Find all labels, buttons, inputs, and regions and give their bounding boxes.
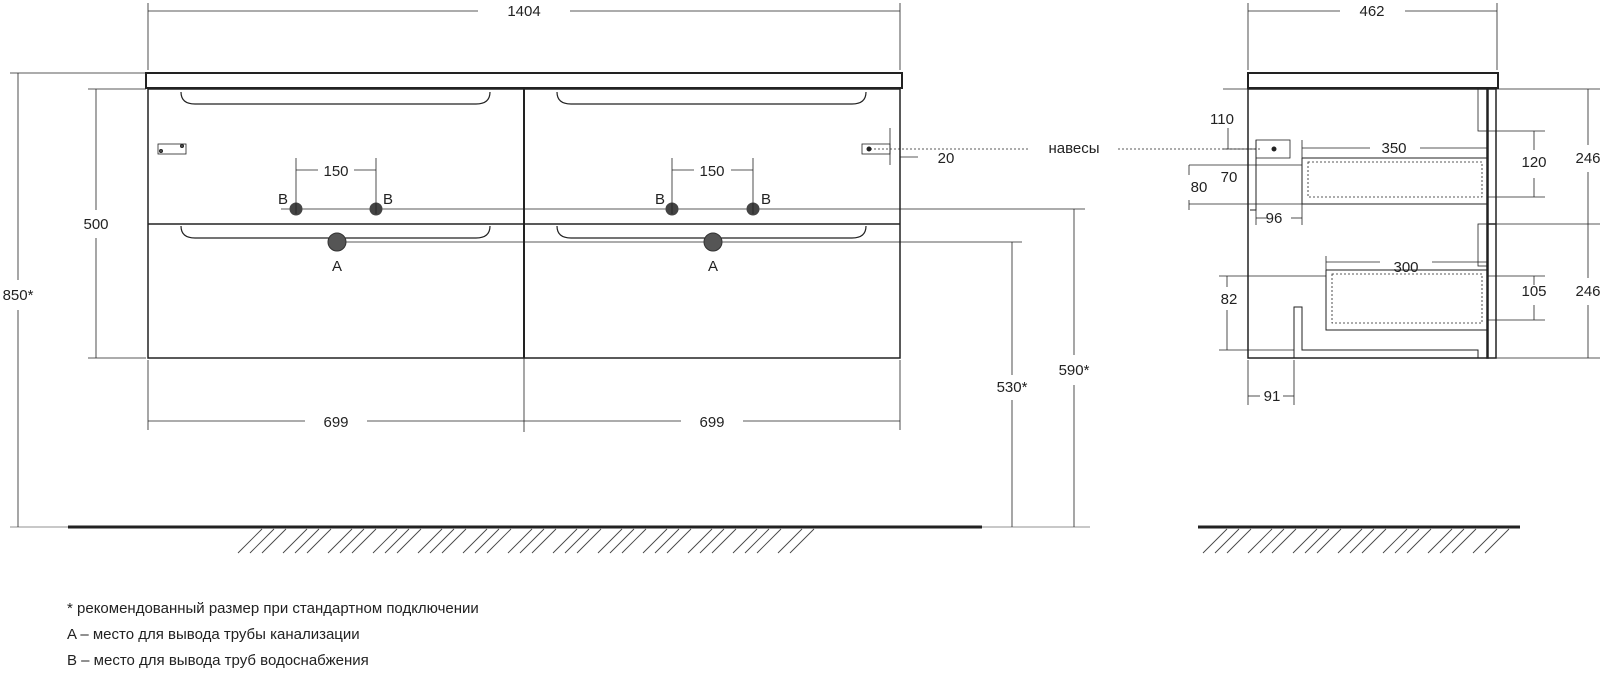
note-recommended: * рекомендованный размер при стандартном…: [67, 600, 479, 617]
dim-699-right: 699: [699, 414, 724, 431]
dim-110: 110: [1210, 111, 1234, 128]
dim-82: 82: [1221, 291, 1238, 308]
dim-1404: 1404: [507, 3, 540, 20]
label-b-3: B: [655, 191, 665, 208]
hole-a-2: [703, 232, 723, 252]
dim-300: 300: [1393, 259, 1418, 276]
dim-70: 70: [1221, 169, 1238, 186]
notes: * рекомендованный размер при стандартном…: [67, 596, 479, 674]
dim-850: 850*: [3, 287, 34, 304]
label-b-1: B: [278, 191, 288, 208]
dim-246-top: 246: [1575, 150, 1600, 167]
dim-120: 120: [1521, 154, 1546, 171]
note-b: B – место для вывода труб водоснабжения: [67, 652, 369, 669]
dim-150-left: 150: [323, 163, 348, 180]
floor-hatch-side: [1202, 528, 1510, 554]
label-b-4: B: [761, 191, 771, 208]
front-view: [10, 3, 1262, 529]
floor-hatch-front: [237, 528, 815, 554]
label-b-2: B: [383, 191, 393, 208]
label-a-1: A: [332, 258, 342, 275]
dim-105: 105: [1521, 283, 1546, 300]
dim-96: 96: [1266, 210, 1283, 227]
dim-530: 530*: [997, 379, 1028, 396]
dim-150-right: 150: [699, 163, 724, 180]
side-body: [1247, 88, 1489, 359]
dim-500: 500: [83, 216, 108, 233]
side-view: [1188, 3, 1600, 529]
hole-a-1: [327, 232, 347, 252]
dim-91: 91: [1264, 388, 1281, 405]
dim-699-left: 699: [323, 414, 348, 431]
dim-246-bottom: 246: [1575, 283, 1600, 300]
dim-590: 590*: [1059, 362, 1090, 379]
hinge-label: навесы: [1048, 140, 1099, 157]
label-a-2: A: [708, 258, 718, 275]
note-a: A – место для вывода трубы канализации: [67, 626, 360, 643]
countertop: [145, 72, 903, 89]
dim-80: 80: [1191, 179, 1208, 196]
dim-350: 350: [1381, 140, 1406, 157]
dim-462: 462: [1359, 3, 1384, 20]
dim-20: 20: [938, 150, 955, 167]
